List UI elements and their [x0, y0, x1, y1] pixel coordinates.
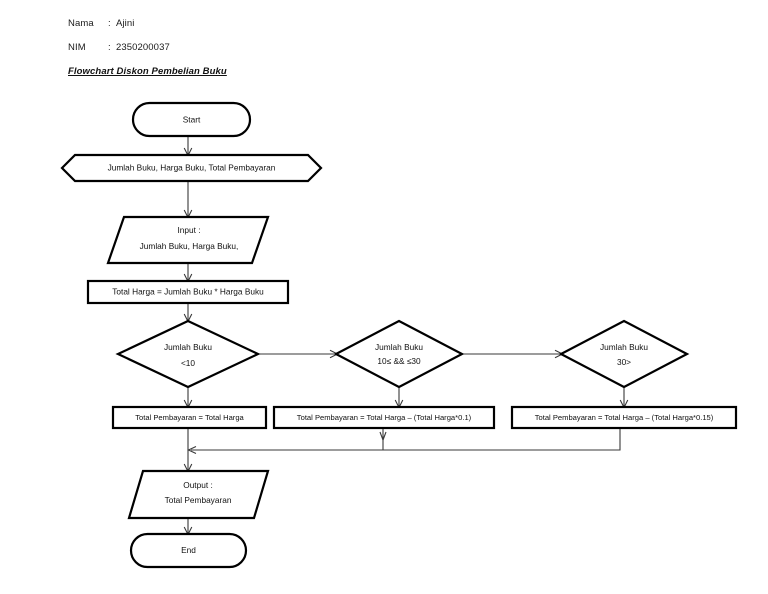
node-end[interactable]: End [129, 532, 248, 569]
output-label-line2: Total Pembayaran [165, 495, 232, 505]
decision1-diamond-shape [115, 319, 261, 389]
node-output[interactable]: Output : Total Pembayaran [127, 469, 270, 520]
node-result2[interactable]: Total Pembayaran = Total Harga – (Total … [272, 405, 496, 430]
start-terminator-shape [131, 101, 252, 138]
connector-result2-to-merge [191, 428, 384, 451]
nim-row: NIM : 2350200037 [68, 42, 488, 53]
decision3-diamond-shape [558, 319, 690, 389]
end-terminator-shape [129, 532, 248, 569]
declaration-hexagon-shape [60, 153, 323, 183]
decision2-label-line1: Jumlah Buku [375, 342, 423, 352]
node-decision3[interactable]: Jumlah Buku 30> [558, 319, 690, 389]
node-start[interactable]: Start [131, 101, 252, 138]
decision1-label-line2: <10 [181, 358, 195, 368]
output-label-line1: Output : [183, 480, 213, 490]
nim-value: 2350200037 [116, 42, 170, 53]
decision3-label-line2: 30> [617, 357, 631, 367]
name-value: Ajini [116, 18, 135, 29]
output-parallelogram-shape [127, 469, 270, 520]
declaration-label: Jumlah Buku, Harga Buku, Total Pembayara… [108, 163, 276, 173]
result1-rect-shape [111, 405, 268, 430]
decision2-diamond-shape [333, 319, 465, 389]
result2-rect-shape [272, 405, 496, 430]
nim-label: NIM [68, 42, 86, 53]
node-result3[interactable]: Total Pembayaran = Total Harga – (Total … [510, 405, 738, 430]
result2-label: Total Pembayaran = Total Harga – (Total … [297, 413, 472, 422]
process-total-rect-shape [86, 279, 290, 305]
input-parallelogram-shape [106, 215, 270, 265]
arrowhead-merge-left [187, 446, 197, 454]
name-row: Nama : Ajini [68, 18, 488, 29]
node-input[interactable]: Input : Jumlah Buku, Harga Buku, [106, 215, 270, 265]
document-title: Flowchart Diskon Pembelian Buku [68, 66, 227, 77]
decision1-label-line1: Jumlah Buku [164, 342, 212, 352]
decision2-label-line2: 10≤ && ≤30 [377, 356, 421, 366]
process-total-label: Total Harga = Jumlah Buku * Harga Buku [112, 287, 264, 297]
decision3-label-line1: Jumlah Buku [600, 342, 648, 352]
node-decision2[interactable]: Jumlah Buku 10≤ && ≤30 [333, 319, 465, 389]
end-label: End [181, 545, 196, 555]
name-separator: : [108, 18, 111, 29]
input-label-line1: Input : [177, 225, 200, 235]
result3-label: Total Pembayaran = Total Harga – (Total … [535, 413, 714, 422]
name-label: Nama [68, 18, 94, 29]
node-declaration[interactable]: Jumlah Buku, Harga Buku, Total Pembayara… [60, 153, 323, 183]
node-result1[interactable]: Total Pembayaran = Total Harga [111, 405, 268, 430]
start-label: Start [183, 115, 201, 125]
input-label-line2: Jumlah Buku, Harga Buku, [140, 241, 239, 251]
connector-result3-to-merge [191, 428, 621, 451]
student-info-block: Nama : Ajini NIM : 2350200037 [68, 18, 488, 66]
result3-rect-shape [510, 405, 738, 430]
node-decision1[interactable]: Jumlah Buku <10 [115, 319, 261, 389]
result1-label: Total Pembayaran = Total Harga [135, 413, 244, 422]
nim-separator: : [108, 42, 111, 53]
node-process-total[interactable]: Total Harga = Jumlah Buku * Harga Buku [86, 279, 290, 305]
arrowhead-result2-merge [379, 431, 387, 442]
